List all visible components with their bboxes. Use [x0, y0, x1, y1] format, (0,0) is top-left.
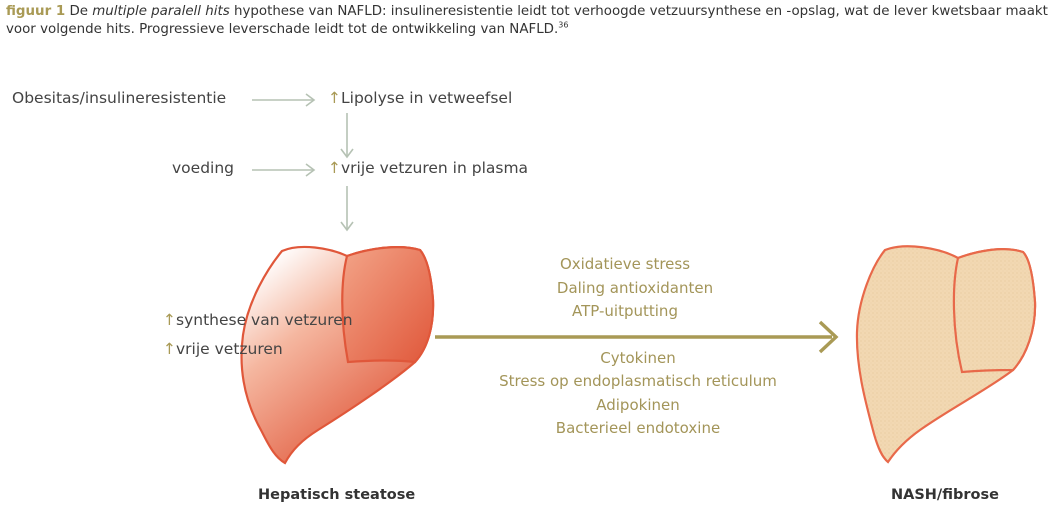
increase-arrow-icon: ↑: [163, 340, 176, 358]
stage-steatosis-title: Hepatisch steatose: [258, 487, 416, 503]
caption-text-before: De: [69, 4, 93, 19]
mechanism-bacterial-endotoxin: Bacterieel endotoxine: [555, 419, 721, 437]
fibrosis-liver-icon: [855, 245, 1037, 464]
mechanism-atp-depletion: ATP-uitputting: [572, 302, 678, 320]
caption-text-after: hypothese van NAFLD: insulineresistentie…: [6, 4, 1048, 37]
steatosis-liver-icon: [240, 245, 435, 465]
figure-caption: figuur 1 De multiple paralell hits hypot…: [6, 3, 1054, 38]
fa-synthesis-node: ↑synthese van vetzuren: [163, 311, 353, 329]
obesity-insulin-resistance: Obesitas/insulineresistentie: [12, 89, 227, 107]
free-fa-label: vrije vetzuren: [176, 340, 283, 358]
arrowhead-obesity: [305, 93, 316, 107]
flow-arrows: [252, 93, 354, 232]
progression-arrow: [435, 320, 839, 354]
mechanism-er-stress: Stress op endoplasmatisch reticulum: [499, 372, 777, 390]
increase-arrow-icon: ↑: [163, 311, 176, 329]
diet: voeding: [172, 159, 234, 177]
fa-synthesis-label: synthese van vetzuren: [176, 311, 353, 329]
mechanism-adipokines: Adipokinen: [596, 396, 680, 414]
mechanism-antioxidant-decline: Daling antioxidanten: [556, 279, 714, 297]
arrowhead-diet: [305, 163, 316, 177]
arrowhead-lipolysis: [340, 148, 354, 159]
increase-arrow-icon: ↑: [328, 159, 341, 177]
ffa-plasma-node: ↑vrije vetzuren in plasma: [328, 159, 528, 177]
ffa-plasma-label: vrije vetzuren in plasma: [341, 159, 529, 177]
free-fa-node: ↑vrije vetzuren: [163, 340, 283, 358]
increase-arrow-icon: ↑: [328, 89, 341, 107]
mechanism-cytokines: Cytokinen: [600, 349, 676, 367]
caption-reference: 36: [558, 20, 569, 30]
stage-nash-title: NASH/fibrose: [891, 487, 999, 503]
mechanism-oxidative-stress: Oxidatieve stress: [559, 255, 691, 273]
caption-text-italic: multiple paralell hits: [92, 4, 230, 19]
lipolysis-label: Lipolyse in vetweefsel: [341, 89, 513, 107]
figure-label: figuur 1: [6, 4, 66, 19]
arrowhead-ffa: [340, 221, 354, 232]
lipolysis-node: ↑Lipolyse in vetweefsel: [328, 89, 512, 107]
